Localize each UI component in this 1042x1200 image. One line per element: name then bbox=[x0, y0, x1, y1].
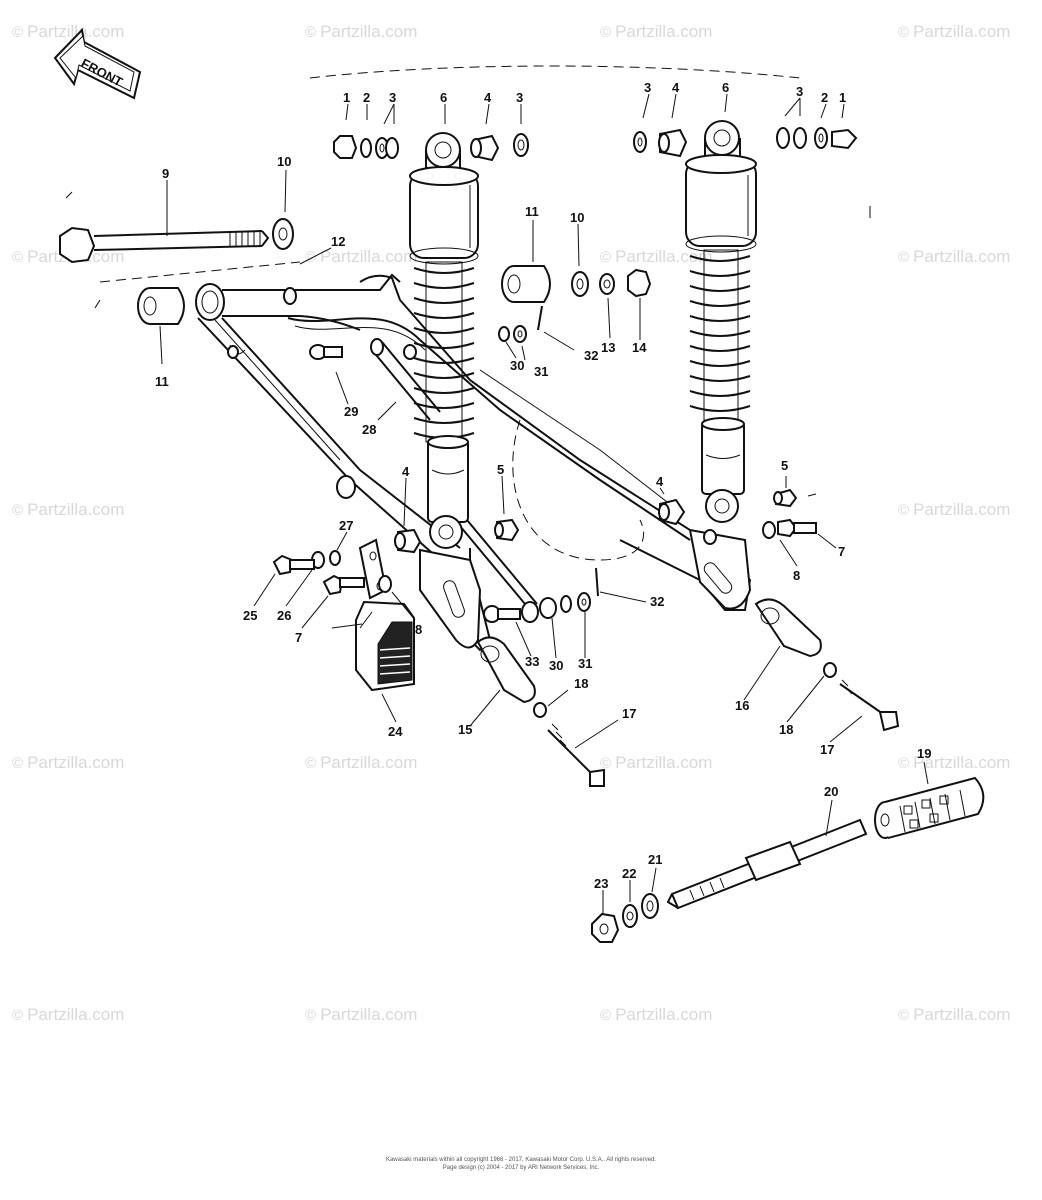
callout-14: 14 bbox=[632, 340, 647, 355]
leader-lines bbox=[159, 93, 929, 914]
callout-1: 1 bbox=[343, 90, 350, 105]
watermark: ©Partzilla.com bbox=[305, 247, 418, 266]
watermark: ©Partzilla.com bbox=[12, 1005, 125, 1024]
callout-28: 28 bbox=[362, 422, 376, 437]
bolt-29 bbox=[309, 344, 343, 360]
alignment-lines bbox=[94, 65, 801, 561]
callout-3: 3 bbox=[516, 90, 523, 105]
callout-3: 3 bbox=[644, 80, 651, 95]
callout-8: 8 bbox=[793, 568, 800, 583]
callout-30: 30 bbox=[510, 358, 524, 373]
stray-marks bbox=[65, 191, 871, 497]
callout-33: 33 bbox=[525, 654, 539, 669]
callout-6: 6 bbox=[440, 90, 447, 105]
callout-21: 21 bbox=[648, 852, 662, 867]
callout-12: 12 bbox=[331, 234, 345, 249]
watermark: ©Partzilla.com bbox=[600, 753, 713, 772]
pivot-bushing-right bbox=[501, 265, 652, 331]
callout-4: 4 bbox=[484, 90, 492, 105]
brake-link-hardware bbox=[483, 567, 599, 623]
footer-copyright: Kawasaki materials within all copyright … bbox=[385, 1157, 657, 1163]
callout-17: 17 bbox=[622, 706, 636, 721]
shock-absorber-left bbox=[409, 132, 479, 549]
spring-coils bbox=[689, 255, 751, 412]
callout-27: 27 bbox=[339, 518, 353, 533]
chain-adjuster-right bbox=[754, 598, 900, 732]
watermark: ©Partzilla.com bbox=[12, 753, 125, 772]
callout-5: 5 bbox=[781, 458, 788, 473]
callout-7: 7 bbox=[838, 544, 845, 559]
footer-page-design: Page design (c) 2004 - 2017 by ARI Netwo… bbox=[442, 1165, 600, 1171]
callout-4: 4 bbox=[402, 464, 410, 479]
callout-31: 31 bbox=[578, 656, 592, 671]
callout-29: 29 bbox=[344, 404, 358, 419]
watermark: ©Partzilla.com bbox=[898, 753, 1011, 772]
watermark: ©Partzilla.com bbox=[305, 22, 418, 41]
callout-6: 6 bbox=[722, 80, 729, 95]
watermark: ©Partzilla.com bbox=[12, 500, 125, 519]
callout-4: 4 bbox=[656, 474, 664, 489]
callout-3: 3 bbox=[796, 84, 803, 99]
callout-8: 8 bbox=[415, 622, 422, 637]
callout-7: 7 bbox=[295, 630, 302, 645]
callout-23: 23 bbox=[594, 876, 608, 891]
callout-13: 13 bbox=[601, 340, 615, 355]
callout-2: 2 bbox=[363, 90, 370, 105]
callout-19: 19 bbox=[917, 746, 931, 761]
lower-hardware bbox=[394, 488, 817, 554]
callout-15: 15 bbox=[458, 722, 472, 737]
top-hardware-left bbox=[333, 133, 529, 162]
shock-absorber-right bbox=[685, 120, 757, 523]
swing-arm bbox=[195, 273, 752, 652]
callout-32: 32 bbox=[650, 594, 664, 609]
callout-11: 11 bbox=[525, 204, 539, 219]
callout-31: 31 bbox=[534, 364, 548, 379]
callout-32: 32 bbox=[584, 348, 598, 363]
part-callouts: 1 2 3 6 4 3 3 4 6 3 2 1 9 10 12 11 11 10… bbox=[155, 80, 931, 891]
chain-guard-parts bbox=[272, 538, 415, 692]
watermark: ©Partzilla.com bbox=[600, 247, 713, 266]
callout-18: 18 bbox=[574, 676, 588, 691]
pivot-bolt bbox=[59, 218, 294, 264]
top-hardware-right bbox=[633, 127, 858, 158]
callout-22: 22 bbox=[622, 866, 636, 881]
front-arrow-icon: FRONT bbox=[53, 27, 142, 100]
watermark: ©Partzilla.com bbox=[305, 753, 418, 772]
callout-11: 11 bbox=[155, 374, 169, 389]
callout-3: 3 bbox=[389, 90, 396, 105]
callout-2: 2 bbox=[821, 90, 828, 105]
callout-26: 26 bbox=[277, 608, 291, 623]
watermark: ©Partzilla.com bbox=[898, 500, 1011, 519]
nut-washer-upper bbox=[498, 325, 527, 343]
callout-4: 4 bbox=[672, 80, 680, 95]
watermark: ©Partzilla.com bbox=[305, 1005, 418, 1024]
callout-18: 18 bbox=[779, 722, 793, 737]
callout-24: 24 bbox=[388, 724, 403, 739]
callout-10: 10 bbox=[570, 210, 584, 225]
chain-adjuster-left bbox=[476, 636, 605, 787]
watermark: ©Partzilla.com bbox=[600, 1005, 713, 1024]
callout-20: 20 bbox=[824, 784, 838, 799]
callout-9: 9 bbox=[162, 166, 169, 181]
watermark: ©Partzilla.com bbox=[898, 22, 1011, 41]
watermark: ©Partzilla.com bbox=[600, 22, 713, 41]
watermark: ©Partzilla.com bbox=[898, 247, 1011, 266]
callout-30: 30 bbox=[549, 658, 563, 673]
watermark: ©Partzilla.com bbox=[898, 1005, 1011, 1024]
callout-25: 25 bbox=[243, 608, 257, 623]
callout-5: 5 bbox=[497, 462, 504, 477]
callout-1: 1 bbox=[839, 90, 846, 105]
pivot-bushing-left bbox=[137, 287, 185, 325]
rear-axle-assembly bbox=[591, 776, 985, 943]
callout-17: 17 bbox=[820, 742, 834, 757]
callout-10: 10 bbox=[277, 154, 291, 169]
watermark: ©Partzilla.com bbox=[12, 22, 125, 41]
spring-coils bbox=[413, 267, 475, 439]
callout-16: 16 bbox=[735, 698, 749, 713]
